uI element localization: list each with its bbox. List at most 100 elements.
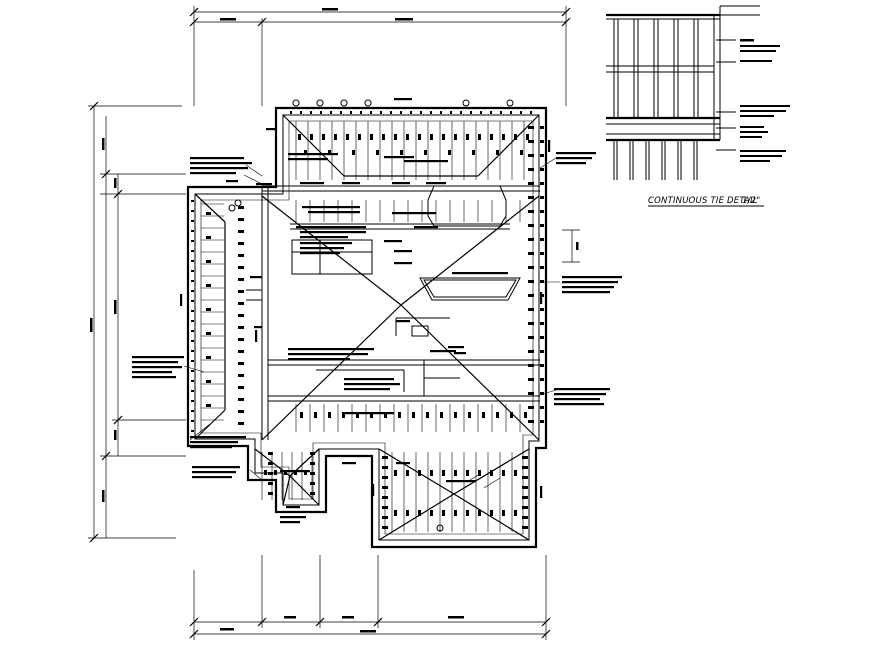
rafter-tag <box>358 134 361 140</box>
callout-note-bar <box>562 291 610 294</box>
vent-circle <box>364 99 372 107</box>
rafter-tag <box>450 111 452 114</box>
rafter-tag <box>191 330 194 332</box>
rafter-tag <box>430 134 433 140</box>
callout-note-bar <box>192 471 236 474</box>
rafter-tag <box>238 422 244 425</box>
callout-note-bar <box>288 353 368 356</box>
vent-circle <box>506 99 514 107</box>
rafter-tag <box>356 412 359 418</box>
rafter-tag <box>514 134 517 140</box>
rafter-tag <box>528 126 534 129</box>
rafter-tag <box>540 140 544 143</box>
rafter-tag <box>528 238 534 241</box>
overall-dimension-lines <box>88 6 580 640</box>
rafter-tag <box>328 150 331 155</box>
rafter-tag <box>268 462 273 465</box>
rafter-tag <box>528 406 534 409</box>
rafter-tag <box>540 322 544 325</box>
rafter-tag <box>502 470 505 476</box>
rafter-tag <box>530 111 532 114</box>
rafter-tag <box>310 462 315 465</box>
rafter-tag-marks <box>191 111 544 529</box>
callout-note-bar <box>280 516 306 519</box>
rafter-tag <box>206 404 211 407</box>
rafter-tag <box>524 412 527 418</box>
rafter-tag <box>284 470 287 475</box>
rafter-tag <box>528 294 534 297</box>
callout-note-bar <box>554 403 604 406</box>
callout-note-bar <box>394 262 412 265</box>
rafter-tag <box>466 510 469 516</box>
callout-note-bar <box>384 156 414 159</box>
rafter-tag <box>191 380 194 382</box>
rafter-tag <box>406 470 409 476</box>
rafter-tag <box>514 470 517 476</box>
rafter-tag <box>466 470 469 476</box>
callout-note-bar <box>554 393 606 396</box>
rafter-tag <box>191 360 194 362</box>
rafter-tag <box>430 470 433 476</box>
rafter-tag <box>528 252 534 255</box>
vent-circle <box>462 99 470 107</box>
leader-line <box>245 164 263 177</box>
vent-circle <box>316 99 324 107</box>
rafter-tag <box>454 134 457 140</box>
rafter-tag <box>382 486 388 489</box>
rafter-tag <box>500 111 502 114</box>
rafter-tag <box>472 150 475 155</box>
rafter-tag <box>191 390 194 392</box>
rafter-tag <box>191 420 194 422</box>
callout-note-bar <box>342 462 356 465</box>
leader-line <box>183 365 205 373</box>
callout-note-bar <box>192 466 240 469</box>
rafter-tag <box>510 111 512 114</box>
rafter-tag <box>191 280 194 282</box>
callout-note-bar <box>384 240 402 243</box>
callout-note-bar <box>540 292 543 304</box>
rafter-tag <box>238 386 244 389</box>
callout-note-bar <box>296 226 366 229</box>
rafter-tag <box>191 310 194 312</box>
leader-line <box>539 389 557 396</box>
rafter-tag <box>528 322 534 325</box>
rafter-tag <box>540 266 544 269</box>
rafter-tag <box>502 510 505 516</box>
rafter-tag <box>540 350 544 353</box>
rafter-tag <box>191 410 194 412</box>
rafter-tag <box>412 412 415 418</box>
rafter-tag <box>191 370 194 372</box>
rafter-tag <box>238 350 244 353</box>
vent-circle <box>228 204 236 212</box>
rafter-tag <box>320 111 322 114</box>
rafter-tag <box>191 350 194 352</box>
vent-circle <box>436 524 444 532</box>
rafter-tag <box>370 412 373 418</box>
rafter-tag <box>442 134 445 140</box>
rafter-tag <box>440 412 443 418</box>
rafter-tag <box>398 412 401 418</box>
rafter-tag <box>540 364 544 367</box>
rafter-tag <box>206 308 211 311</box>
rafter-tag <box>304 470 307 475</box>
rafter-tag <box>238 290 244 293</box>
rafter-tag <box>522 526 528 529</box>
callout-note-bar <box>190 162 252 165</box>
rafter-tag <box>468 412 471 418</box>
rafter-tag <box>522 496 528 499</box>
rafter-tag <box>394 510 397 516</box>
rafter-tag <box>420 111 422 114</box>
rafter-tag <box>330 111 332 114</box>
callout-note-bar <box>288 348 374 351</box>
callout-note-bar <box>396 462 410 465</box>
rafter-tag <box>490 111 492 114</box>
callout-note-bar <box>280 470 310 473</box>
callout-note-bar <box>556 162 586 165</box>
rafter-tag <box>528 280 534 283</box>
rafter-tag <box>528 182 534 185</box>
rafter-tag <box>460 111 462 114</box>
rafter-tag <box>400 150 403 155</box>
callout-note-bar <box>394 250 412 253</box>
rafter-tag <box>522 516 528 519</box>
rafter-tag <box>206 356 211 359</box>
